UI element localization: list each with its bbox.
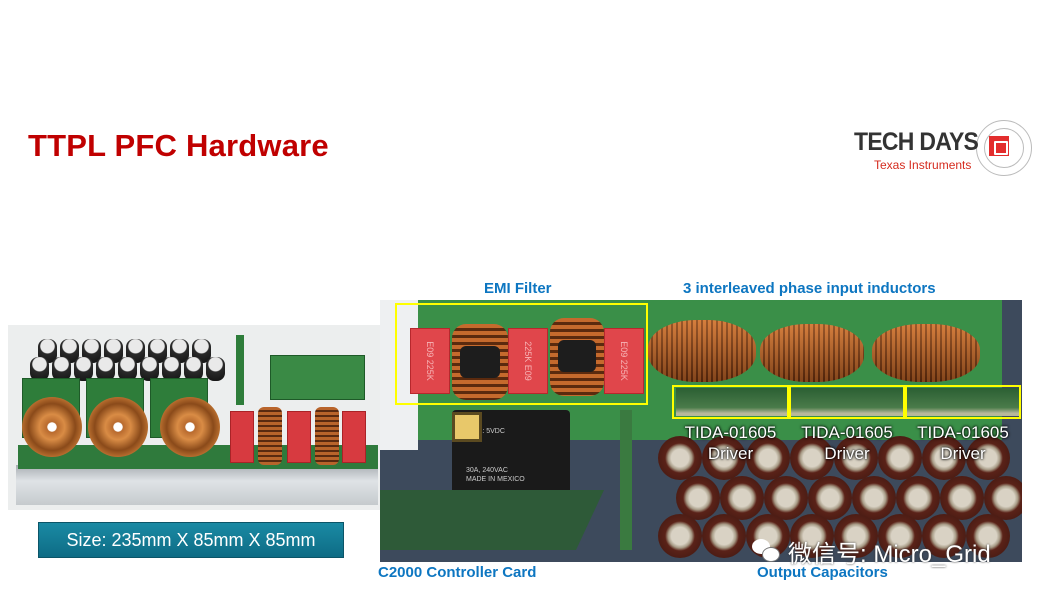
inductor-toroid	[88, 397, 148, 457]
assembled-board-photo	[8, 325, 384, 510]
driver-board	[676, 388, 788, 416]
watermark: 微信号: Micro_Grid	[752, 536, 991, 568]
input-inductor	[648, 320, 756, 382]
controller-card	[270, 355, 365, 400]
emi-x-capacitor: E09 225K	[410, 328, 450, 394]
driver-label-2: TIDA-01605 Driver	[801, 423, 893, 463]
tech-days-logo: TECH DAYS Texas Instruments	[850, 118, 1035, 180]
logo-ring-decoration	[976, 120, 1032, 176]
choke-core	[558, 340, 596, 372]
inductor-toroid	[22, 397, 82, 457]
size-badge: Size: 235mm X 85mm X 85mm	[38, 522, 344, 558]
driver-label-3: TIDA-01605 Driver	[917, 423, 1009, 463]
vertical-daughter-card	[620, 410, 632, 550]
slide-title: TTPL PFC Hardware	[28, 128, 329, 163]
x-capacitor	[342, 411, 366, 463]
transformer	[452, 412, 482, 442]
driver-label-1: TIDA-01605 Driver	[684, 423, 777, 463]
output-capacitors-callout: Output Capacitors	[757, 564, 888, 581]
watermark-text: 微信号: Micro_Grid	[788, 540, 991, 568]
inductors-callout: 3 interleaved phase input inductors	[683, 280, 936, 297]
annotated-board-photo: E09 225K 225K E09 E09 225K TE COIL: 5VDC…	[380, 300, 1022, 562]
driver-highlight-1	[672, 385, 789, 419]
driver-board	[906, 388, 1020, 416]
driver-highlight-2	[789, 385, 905, 419]
emi-x-capacitor: 225K E09	[508, 328, 548, 394]
inductor-toroid	[160, 397, 220, 457]
choke-core	[460, 346, 500, 378]
emi-x-capacitor: E09 225K	[604, 328, 644, 394]
driver-board	[790, 388, 904, 416]
input-inductor	[872, 324, 980, 382]
heatsink	[16, 465, 378, 505]
driver-highlight-3	[905, 385, 1021, 419]
controller-callout: C2000 Controller Card	[378, 564, 537, 581]
vertical-card	[236, 335, 244, 405]
common-mode-choke	[315, 407, 339, 465]
x-capacitor	[287, 411, 311, 463]
x-capacitor	[230, 411, 254, 463]
c2000-controller-board	[380, 490, 604, 550]
logo-ring-decoration	[984, 128, 1024, 168]
logo-title: TECH DAYS	[854, 128, 979, 156]
common-mode-choke	[258, 407, 282, 465]
bulk-capacitor-row	[30, 357, 225, 381]
emi-filter-highlight	[395, 303, 648, 405]
emi-filter-callout: EMI Filter	[484, 280, 552, 297]
chip-signal-icon	[989, 136, 1009, 156]
wechat-icon	[752, 539, 782, 563]
logo-subtitle: Texas Instruments	[874, 158, 972, 172]
input-inductor	[760, 324, 864, 382]
